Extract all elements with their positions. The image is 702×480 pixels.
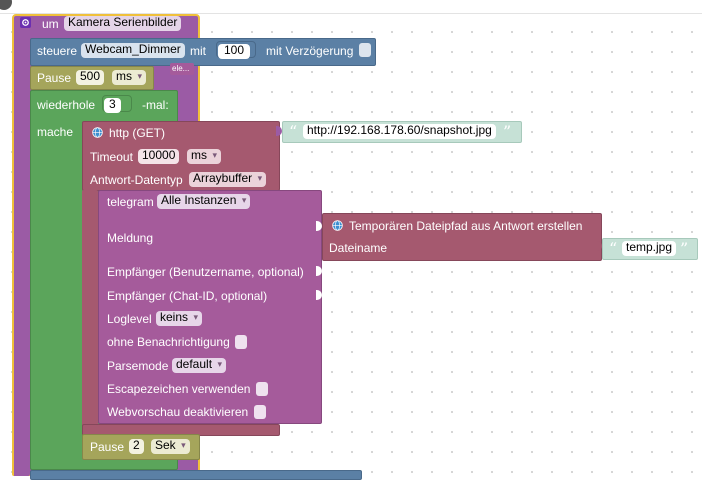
response-type-label: Antwort-Datentyp: [90, 173, 183, 187]
parsemode-label: Parsemode: [107, 359, 169, 373]
timeout-label: Timeout: [90, 150, 133, 164]
toolbar-corner-button[interactable]: [0, 0, 12, 10]
repeat-count-field[interactable]: 3: [104, 98, 121, 113]
device-field[interactable]: Webcam_Dimmer: [81, 43, 185, 58]
open-quote-icon: “: [609, 239, 618, 258]
timeout-value-field[interactable]: 10000: [138, 149, 180, 164]
message-label: Meldung: [107, 231, 154, 245]
loglevel-dropdown[interactable]: keins: [156, 311, 203, 326]
pause-value-1[interactable]: 500: [76, 70, 105, 85]
function-block-body-bar: [12, 30, 30, 476]
pause-label-2: Pause: [90, 440, 125, 454]
recipient-username-socket[interactable]: [316, 266, 322, 276]
hidden-block-peek: ele...: [170, 63, 194, 75]
delay-label: mit Verzögerung: [266, 44, 354, 58]
escape-chars-checkbox[interactable]: [256, 382, 268, 396]
url-field[interactable]: http://192.168.178.60/snapshot.jpg: [303, 124, 496, 139]
http-block-inner-bar: [82, 190, 98, 428]
filename-label: Dateiname: [329, 241, 388, 255]
close-quote-icon: ”: [680, 239, 689, 258]
recipient-chatid-label: Empfänger (Chat-ID, optional): [107, 289, 268, 303]
telegram-label: telegram: [107, 195, 154, 209]
close-quote-icon: ”: [503, 122, 512, 141]
recipient-chatid-socket[interactable]: [316, 290, 322, 300]
no-notification-checkbox[interactable]: [235, 335, 247, 349]
response-type-dropdown[interactable]: Arraybuffer: [189, 172, 267, 187]
web-preview-label: Webvorschau deaktivieren: [107, 405, 249, 419]
recipient-username-label: Empfänger (Benutzername, optional): [107, 265, 304, 279]
tempfile-title: Temporären Dateipfad aus Antwort erstell…: [349, 219, 583, 233]
pause-value-2[interactable]: 2: [129, 439, 144, 454]
function-name-field[interactable]: Kamera Serienbilder: [64, 16, 182, 31]
function-prefix-label: um: [42, 17, 59, 31]
open-quote-icon: “: [289, 122, 298, 141]
pause-unit-dropdown-1[interactable]: ms: [112, 70, 146, 85]
steuere-label: steuere: [37, 44, 78, 58]
http-title: http (GET): [109, 126, 166, 140]
no-notification-label: ohne Benachrichtigung: [107, 335, 230, 349]
parsemode-dropdown[interactable]: default: [172, 358, 227, 373]
tempfile-block[interactable]: [322, 213, 602, 261]
value-number-field[interactable]: 100: [218, 44, 251, 59]
delay-checkbox[interactable]: [359, 43, 371, 57]
globe-icon: [92, 127, 103, 138]
gear-icon[interactable]: [20, 17, 31, 28]
telegram-block[interactable]: [98, 190, 322, 424]
url-input-socket: [276, 126, 282, 136]
do-label: mache: [37, 125, 74, 139]
workspace-toolbar: [0, 0, 702, 14]
filename-field[interactable]: temp.jpg: [622, 241, 677, 256]
mit-label: mit: [190, 44, 206, 58]
value-number-block[interactable]: 100: [216, 41, 256, 59]
web-preview-checkbox[interactable]: [254, 405, 266, 419]
next-block-peek[interactable]: [30, 470, 362, 480]
filename-socket: [596, 241, 602, 251]
globe-icon: [332, 220, 343, 231]
repeat-suffix-label: -mal:: [142, 98, 169, 112]
escape-chars-label: Escapezeichen verwenden: [107, 382, 251, 396]
loglevel-label: Loglevel: [107, 312, 152, 326]
repeat-count-block[interactable]: 3: [102, 95, 132, 113]
telegram-instance-dropdown[interactable]: Alle Instanzen: [157, 194, 251, 209]
message-socket: [316, 221, 322, 231]
steuere-block[interactable]: [30, 38, 376, 66]
timeout-unit-dropdown[interactable]: ms: [187, 149, 221, 164]
pause-label-1: Pause: [37, 71, 72, 85]
repeat-label: wiederhole: [37, 98, 96, 112]
pause-unit-dropdown-2[interactable]: Sek: [151, 439, 190, 454]
